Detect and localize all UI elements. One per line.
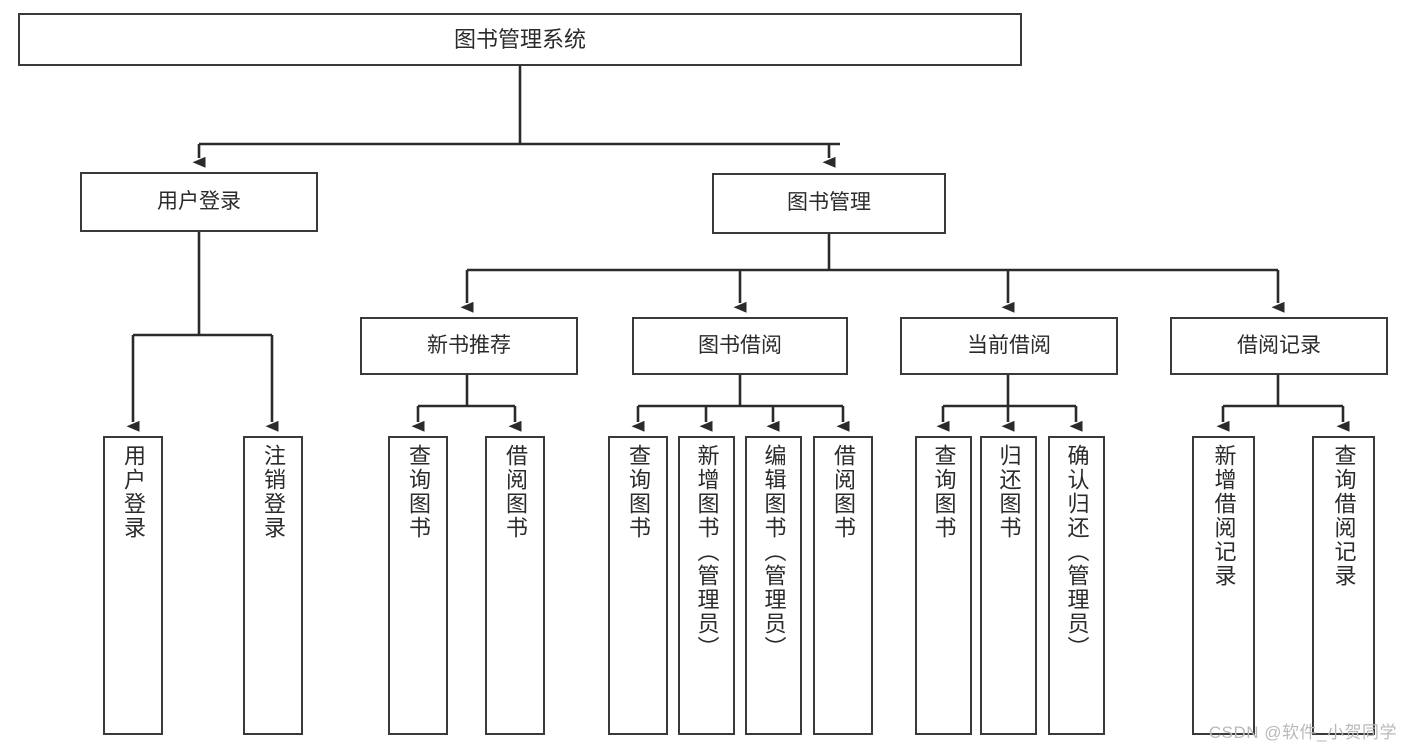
leaf-current-borrow-return[interactable]: 归还图书 [980,436,1037,735]
node-label: 查询图书 [626,444,651,540]
node-label: 图书管理系统 [453,26,586,52]
node-user-login[interactable]: 用户登录 [80,172,318,232]
node-label: 确认归还（管理员） [1064,444,1090,660]
csdn-watermark: CSDN @软件_小贺同学 [1208,723,1397,742]
node-label: 借阅图书 [503,444,528,540]
node-book-management[interactable]: 图书管理 [712,173,946,234]
node-label: 注销登录 [261,444,286,540]
node-label: 编辑图书（管理员） [761,444,787,660]
node-label: 用户登录 [121,444,146,540]
leaf-new-book-borrow[interactable]: 借阅图书 [485,436,545,735]
node-new-book-recommend[interactable]: 新书推荐 [360,317,578,375]
node-label: 当前借阅 [967,333,1051,357]
leaf-user-login-login[interactable]: 用户登录 [103,436,163,735]
node-book-borrow[interactable]: 图书借阅 [632,317,848,375]
node-current-borrow[interactable]: 当前借阅 [900,317,1118,375]
leaf-book-borrow-query[interactable]: 查询图书 [608,436,668,735]
leaf-current-borrow-confirm-return[interactable]: 确认归还（管理员） [1048,436,1105,735]
node-label: 图书借阅 [698,333,782,357]
leaf-book-borrow-borrow[interactable]: 借阅图书 [813,436,873,735]
node-borrow-record[interactable]: 借阅记录 [1170,317,1388,375]
node-label: 查询图书 [406,444,431,540]
node-label: 新增图书（管理员） [694,444,720,660]
node-label: 用户登录 [157,189,241,213]
node-label: 查询图书 [931,444,957,540]
leaf-new-book-query[interactable]: 查询图书 [388,436,448,735]
leaf-current-borrow-query[interactable]: 查询图书 [915,436,972,735]
leaf-borrow-record-query[interactable]: 查询借阅记录 [1312,436,1375,735]
leaf-book-borrow-add[interactable]: 新增图书（管理员） [678,436,735,735]
leaf-user-login-logout[interactable]: 注销登录 [243,436,303,735]
node-label: 借阅记录 [1237,333,1321,357]
node-root-book-management-system[interactable]: 图书管理系统 [18,13,1022,66]
leaf-borrow-record-add[interactable]: 新增借阅记录 [1192,436,1255,735]
node-label: 借阅图书 [831,444,856,540]
node-label: 查询借阅记录 [1331,444,1357,588]
node-label: 归还图书 [996,444,1022,540]
node-label: 新书推荐 [427,333,511,357]
node-label: 新增借阅记录 [1211,444,1237,588]
node-label: 图书管理 [787,191,871,215]
leaf-book-borrow-edit[interactable]: 编辑图书（管理员） [745,436,802,735]
